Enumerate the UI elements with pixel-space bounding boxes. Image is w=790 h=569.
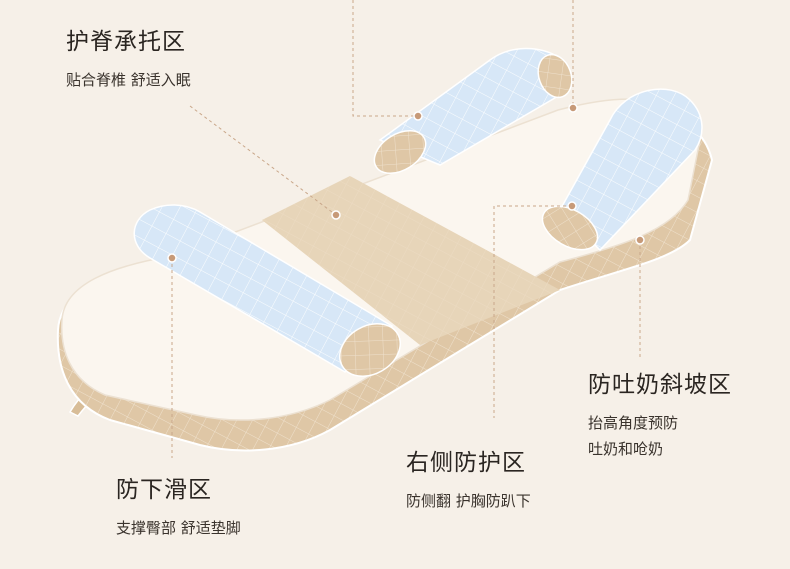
zone-side-title: 右侧防护区 — [406, 450, 526, 476]
marker-dot — [167, 253, 177, 263]
left-bolster — [133, 204, 401, 377]
marker-dot — [567, 201, 577, 211]
zone-spine: 护脊承托区 贴合脊椎 舒适入眠 — [66, 27, 191, 93]
marker-dot — [331, 210, 341, 220]
zone-antispit: 防吐奶斜坡区 抬高角度预防 吐奶和呛奶 — [588, 370, 732, 462]
zone-antislip: 防下滑区 支撑臀部 舒适垫脚 — [116, 475, 241, 541]
zone-antislip-title: 防下滑区 — [116, 477, 212, 503]
marker-dot — [635, 235, 645, 245]
zone-spine-desc: 贴合脊椎 舒适入眠 — [66, 71, 191, 89]
zone-side: 右侧防护区 防侧翻 护胸防趴下 — [406, 448, 531, 514]
zone-antispit-desc-1: 抬高角度预防 — [588, 414, 679, 432]
top-bolster — [373, 47, 573, 175]
zone-antislip-desc: 支撑臀部 舒适垫脚 — [116, 519, 241, 537]
marker-dot — [413, 111, 423, 121]
right-bolster — [541, 88, 703, 252]
marker-dot — [568, 103, 578, 113]
zone-side-desc: 防侧翻 护胸防趴下 — [406, 492, 531, 510]
zone-antispit-title: 防吐奶斜坡区 — [588, 372, 732, 398]
zone-spine-title: 护脊承托区 — [66, 29, 186, 55]
zone-antispit-desc-2: 吐奶和呛奶 — [588, 440, 664, 458]
